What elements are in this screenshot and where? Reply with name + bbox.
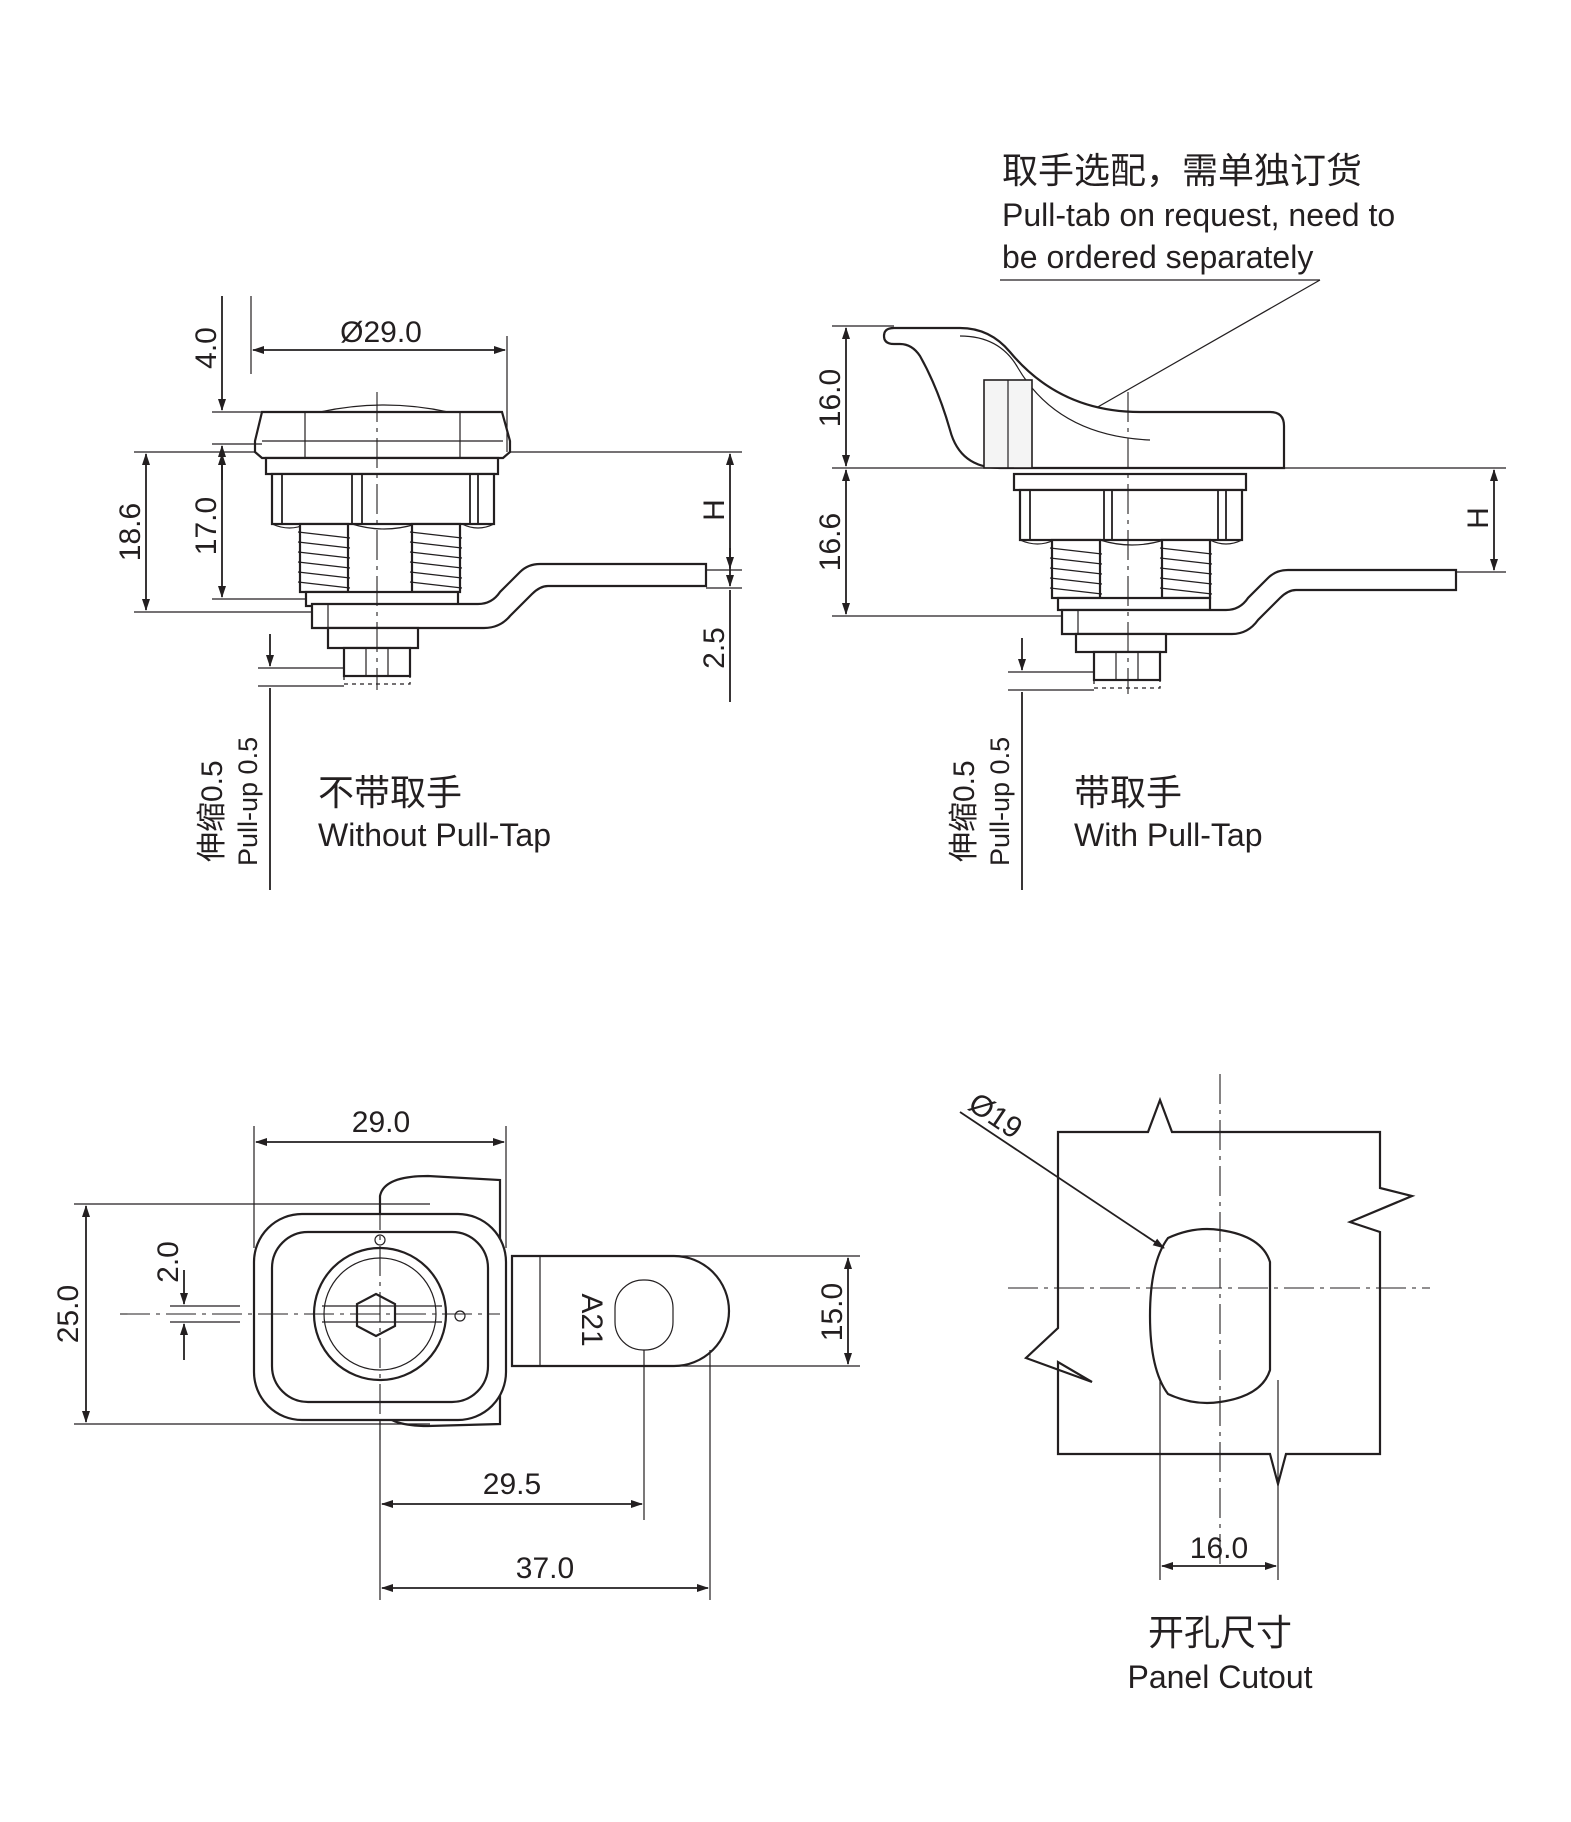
dim-width: 29.0 <box>352 1106 410 1139</box>
dim-cam-offset: 2.5 <box>698 627 731 669</box>
hex-key-icon <box>355 1292 397 1338</box>
pull-tab <box>882 326 1286 470</box>
note-zh: 取手选配，需单独订货 <box>1002 150 1362 191</box>
cam-plate-2 <box>1060 568 1458 636</box>
lock-thread-left <box>297 522 351 594</box>
dim-head-thickness: 4.0 <box>190 327 223 369</box>
dim-cam-width: 15.0 <box>816 1283 849 1341</box>
spindle <box>326 626 420 650</box>
lock-flange <box>264 456 500 476</box>
dim-diameter: Ø29.0 <box>340 316 422 349</box>
indicator-dot-right <box>454 1310 466 1322</box>
cutout-hole <box>1148 1227 1272 1405</box>
view-bottom: A21 29.0 25.0 2.0 15.0 <box>52 1106 860 1600</box>
lock-nut <box>270 472 496 526</box>
dim-cutout-diameter: Ø19 <box>963 1087 1028 1146</box>
caption-without-en: Without Pull-Tap <box>318 817 551 853</box>
lock-flange-2 <box>1012 472 1248 492</box>
lock-thread-right-2 <box>1159 538 1213 600</box>
caption-with-zh: 带取手 <box>1074 772 1182 813</box>
dim-flat-width: 16.0 <box>1190 1532 1248 1565</box>
note-en-line2: be ordered separately <box>1002 239 1313 275</box>
dim-diameter-leader <box>959 1111 1165 1249</box>
view-without-pull-tab: Ø29.0 4.0 18.6 17.0 H 2.5 伸缩0.5 Pull-up … <box>114 296 742 890</box>
caption-cutout-zh: 开孔尺寸 <box>1148 1612 1292 1653</box>
indicator-dot-top <box>374 1234 386 1246</box>
pull-label-en: Pull-up 0.5 <box>233 737 263 866</box>
caption-with-en: With Pull-Tap <box>1074 817 1263 853</box>
dim-offset: 2.0 <box>152 1241 185 1283</box>
dim-body-height: 17.0 <box>190 497 223 555</box>
lock-head <box>253 410 512 460</box>
cam-marking: A21 <box>575 1293 608 1346</box>
lock-thread-left-2 <box>1049 538 1103 600</box>
dim-height: 25.0 <box>52 1285 85 1343</box>
note-en-line1: Pull-tab on request, need to <box>1002 197 1395 233</box>
caption-cutout-en: Panel Cutout <box>1127 1659 1312 1695</box>
pull-label-en-2: Pull-up 0.5 <box>985 737 1015 866</box>
cam-tongue <box>510 1254 731 1368</box>
view-panel-cutout: Ø19 16.0 开孔尺寸 Panel Cutout <box>959 1074 1430 1695</box>
lock-nut-2 <box>1018 488 1244 542</box>
dim-hole-distance: 29.5 <box>483 1468 541 1501</box>
dim-h: H <box>698 499 731 521</box>
lock-thread-right <box>409 522 463 594</box>
pull-label-zh: 伸缩0.5 <box>196 760 229 862</box>
spindle-2 <box>1074 632 1168 654</box>
caption-without-zh: 不带取手 <box>318 772 462 813</box>
dim-tab-height: 16.0 <box>814 369 847 427</box>
cam-plate <box>310 562 708 630</box>
dim-h-2: H <box>1462 507 1495 529</box>
dim-overall-height: 18.6 <box>114 503 147 561</box>
pull-label-zh-2: 伸缩0.5 <box>948 760 981 862</box>
dim-body-height-2: 16.6 <box>814 513 847 571</box>
dim-cam-length: 37.0 <box>516 1552 574 1585</box>
view-with-pull-tab: 取手选配，需单独订货 Pull-tab on request, need to … <box>814 150 1506 890</box>
